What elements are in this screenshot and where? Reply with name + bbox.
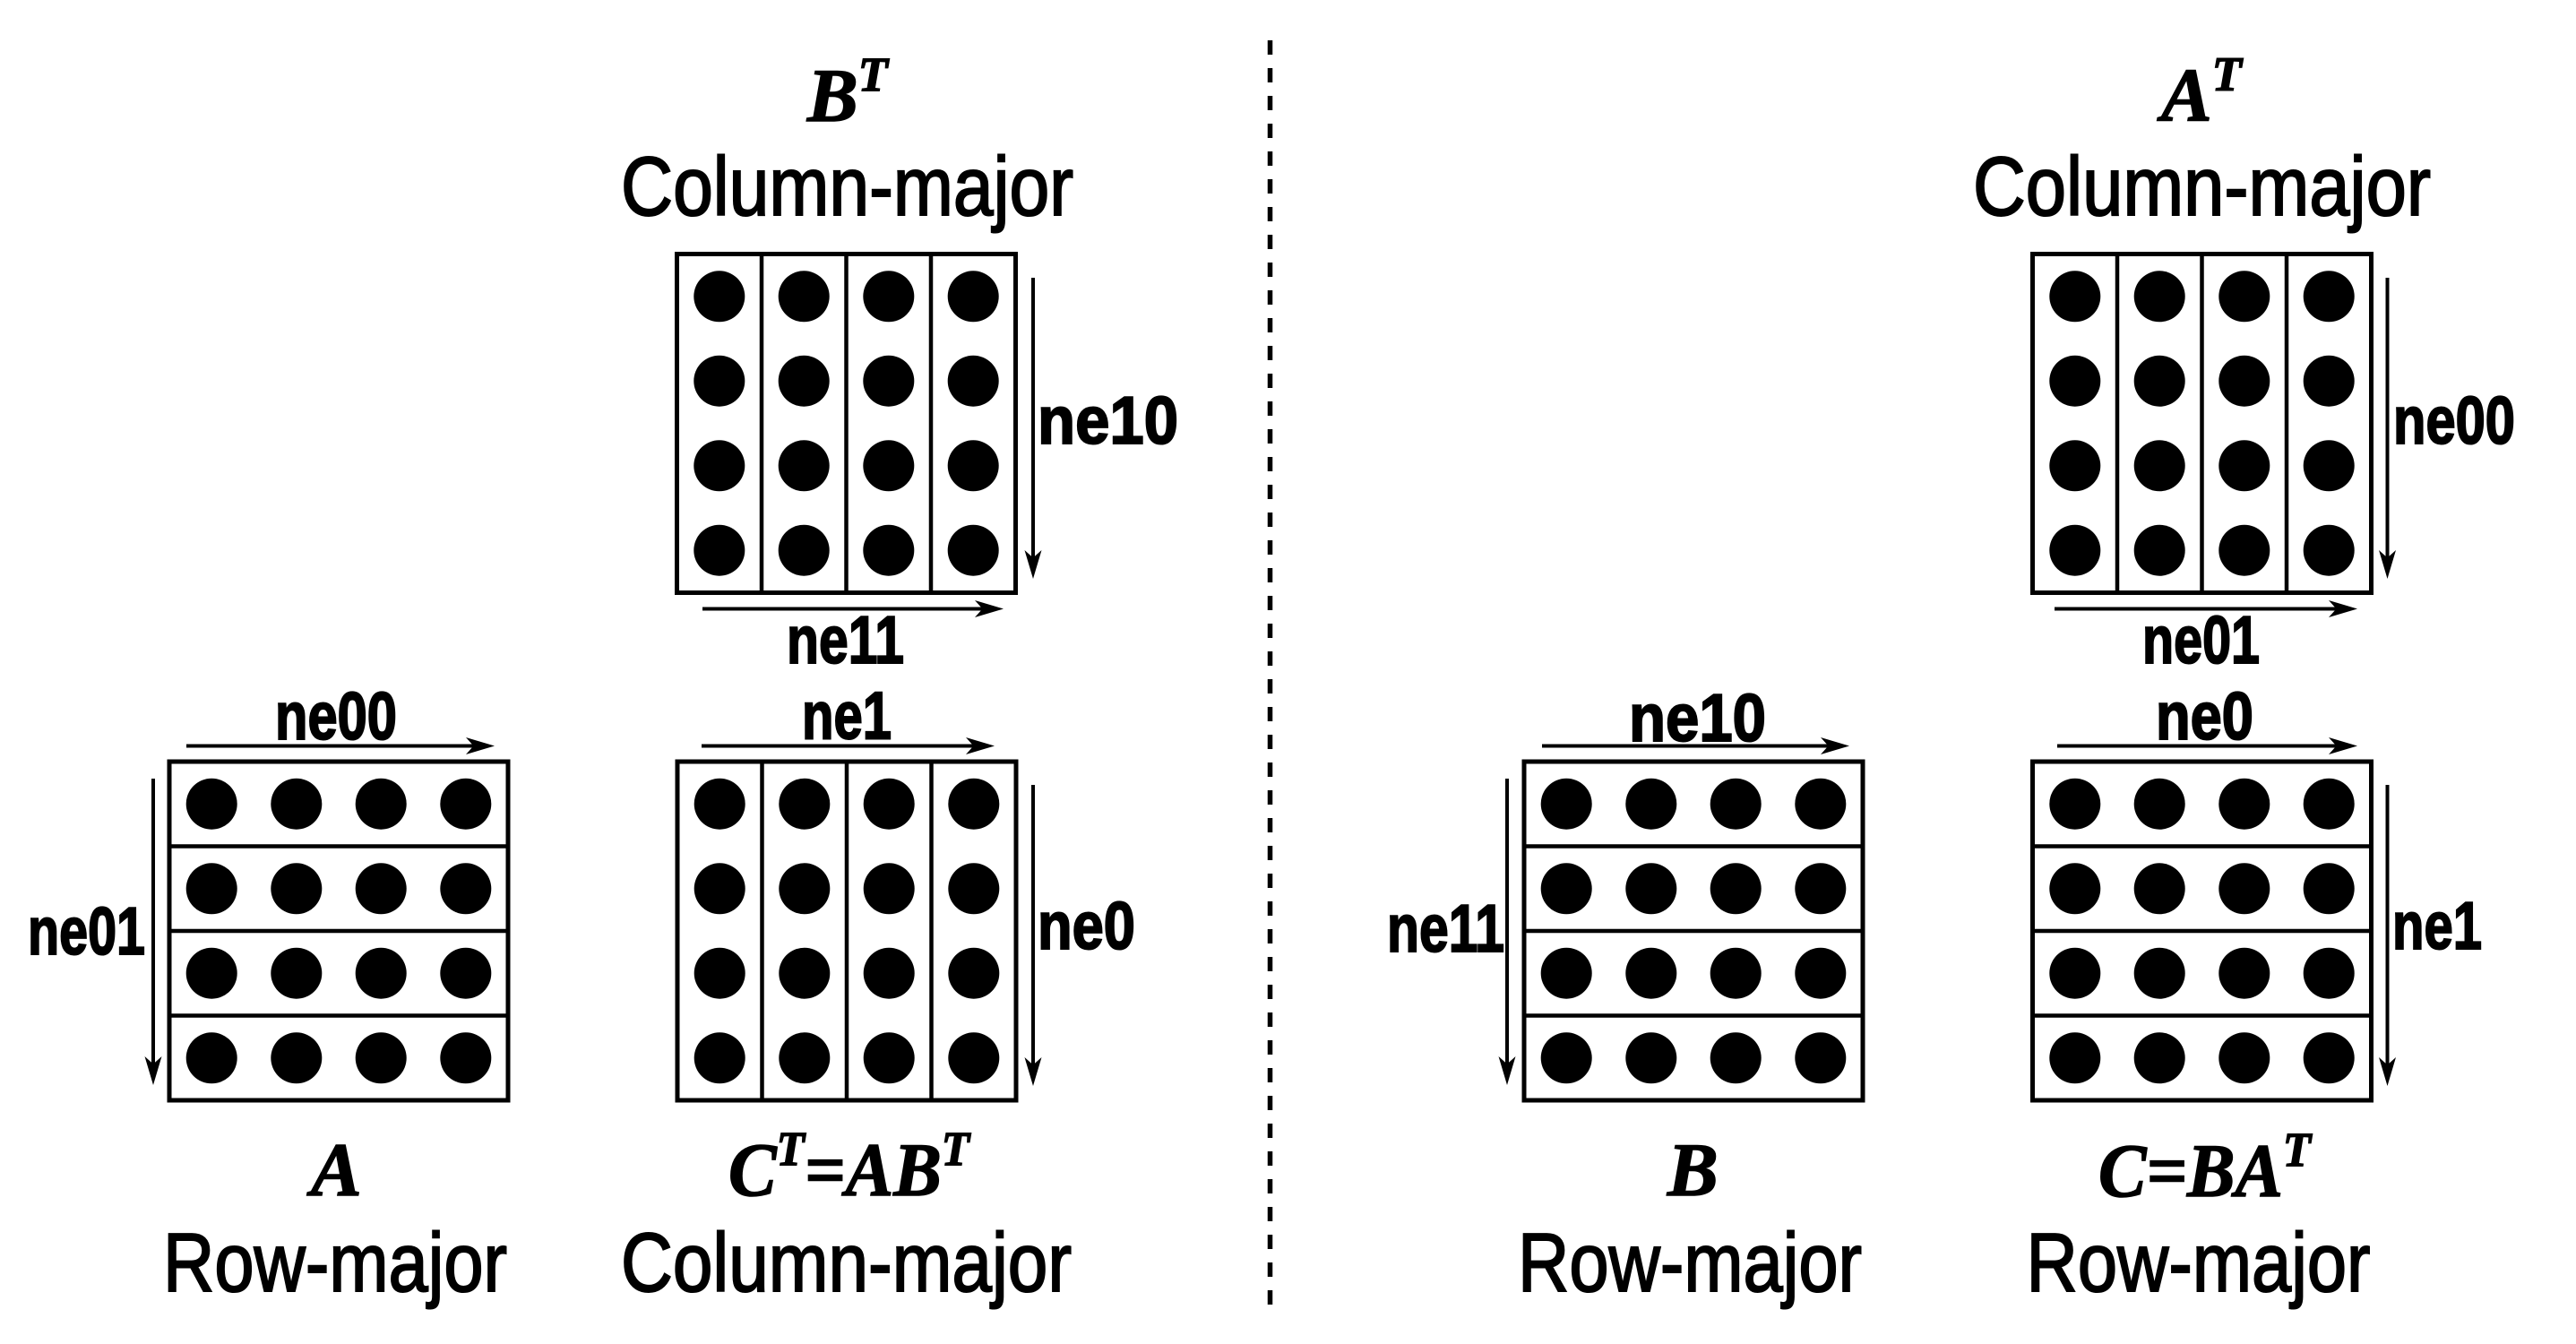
svg-text:B: B bbox=[1667, 1128, 1719, 1212]
svg-text:ne11: ne11 bbox=[787, 602, 904, 677]
svg-text:ne10: ne10 bbox=[1629, 680, 1766, 755]
svg-text:AT: AT bbox=[2157, 47, 2244, 138]
svg-text:Column-major: Column-major bbox=[1973, 140, 2431, 233]
svg-text:ne00: ne00 bbox=[275, 678, 397, 754]
svg-text:Row-major: Row-major bbox=[163, 1216, 507, 1309]
svg-text:ne01: ne01 bbox=[2142, 602, 2260, 677]
svg-text:ne01: ne01 bbox=[28, 893, 145, 969]
svg-text:ne1: ne1 bbox=[802, 678, 892, 754]
svg-text:C=BAT: C=BAT bbox=[2098, 1123, 2313, 1213]
svg-text:Row-major: Row-major bbox=[1518, 1216, 1862, 1309]
svg-text:Row-major: Row-major bbox=[2027, 1216, 2371, 1309]
svg-text:Column-major: Column-major bbox=[621, 1216, 1072, 1309]
svg-text:Column-major: Column-major bbox=[621, 140, 1073, 233]
svg-text:ne11: ne11 bbox=[1387, 891, 1504, 966]
svg-text:ne0: ne0 bbox=[1038, 888, 1135, 963]
svg-text:ne0: ne0 bbox=[2156, 678, 2253, 754]
svg-text:ne00: ne00 bbox=[2393, 383, 2515, 458]
svg-text:ne1: ne1 bbox=[2392, 888, 2482, 963]
svg-text:ne10: ne10 bbox=[1038, 383, 1178, 458]
svg-text:CT=ABT: CT=ABT bbox=[728, 1122, 971, 1212]
svg-text:A: A bbox=[306, 1128, 362, 1212]
